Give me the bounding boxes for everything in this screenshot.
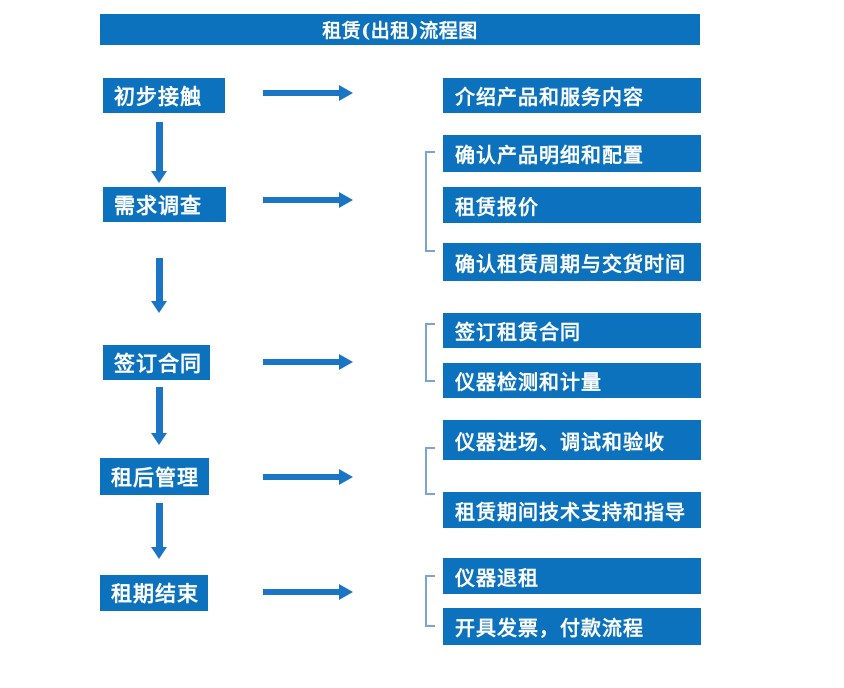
arrow-head-icon bbox=[339, 192, 353, 208]
arrow-head-icon bbox=[151, 171, 167, 183]
right-arrow-initial-contact bbox=[263, 85, 353, 101]
arrow-shaft bbox=[156, 387, 163, 434]
bracket-rental-end-group bbox=[425, 575, 435, 627]
bracket-sign-contract-group bbox=[425, 323, 435, 382]
down-arrow-3 bbox=[151, 387, 168, 445]
stage-box-initial-contact: 初步接触 bbox=[103, 78, 225, 113]
arrow-shaft bbox=[156, 122, 163, 172]
bracket-post-rental-group bbox=[425, 447, 435, 495]
right-arrow-sign-contract bbox=[263, 354, 353, 370]
arrow-shaft bbox=[156, 503, 163, 548]
arrow-shaft bbox=[263, 474, 340, 480]
down-arrow-2 bbox=[151, 258, 168, 313]
detail-box-confirm-period-delivery: 确认租赁周期与交货时间 bbox=[443, 243, 701, 281]
right-arrow-demand-survey bbox=[263, 192, 353, 208]
arrow-head-icon bbox=[151, 301, 167, 313]
detail-box-instrument-setup-acceptance: 仪器进场、调试和验收 bbox=[443, 420, 701, 460]
arrow-head-icon bbox=[339, 354, 353, 370]
arrow-shaft bbox=[263, 589, 340, 595]
arrow-head-icon bbox=[339, 85, 353, 101]
detail-box-introduce-products: 介绍产品和服务内容 bbox=[443, 78, 701, 113]
right-arrow-post-rental bbox=[263, 469, 353, 485]
detail-box-sign-rental-contract: 签订租赁合同 bbox=[443, 313, 701, 348]
right-arrow-rental-end bbox=[263, 584, 353, 600]
detail-box-technical-support: 租赁期间技术支持和指导 bbox=[443, 492, 701, 528]
flowchart-title: 租赁(出租)流程图 bbox=[100, 14, 700, 45]
arrow-shaft bbox=[263, 90, 340, 96]
down-arrow-1 bbox=[151, 122, 168, 183]
detail-box-rental-quotation: 租赁报价 bbox=[443, 187, 701, 223]
arrow-head-icon bbox=[151, 547, 167, 559]
stage-box-post-rental-management: 租后管理 bbox=[100, 458, 209, 495]
arrow-head-icon bbox=[339, 469, 353, 485]
stage-box-sign-contract: 签订合同 bbox=[103, 345, 210, 380]
arrow-head-icon bbox=[339, 584, 353, 600]
stage-box-rental-end: 租期结束 bbox=[100, 575, 208, 611]
down-arrow-4 bbox=[151, 503, 168, 559]
detail-box-instrument-return: 仪器退租 bbox=[443, 558, 701, 594]
arrow-shaft bbox=[263, 359, 340, 365]
stage-box-demand-survey: 需求调查 bbox=[103, 187, 226, 222]
arrow-shaft bbox=[263, 197, 340, 203]
arrow-shaft bbox=[156, 258, 163, 302]
bracket-demand-survey-group bbox=[425, 151, 435, 252]
arrow-head-icon bbox=[151, 433, 167, 445]
detail-box-confirm-product-config: 确认产品明细和配置 bbox=[443, 135, 701, 172]
detail-box-invoice-payment: 开具发票，付款流程 bbox=[443, 608, 701, 645]
detail-box-instrument-inspection: 仪器检测和计量 bbox=[443, 363, 701, 398]
